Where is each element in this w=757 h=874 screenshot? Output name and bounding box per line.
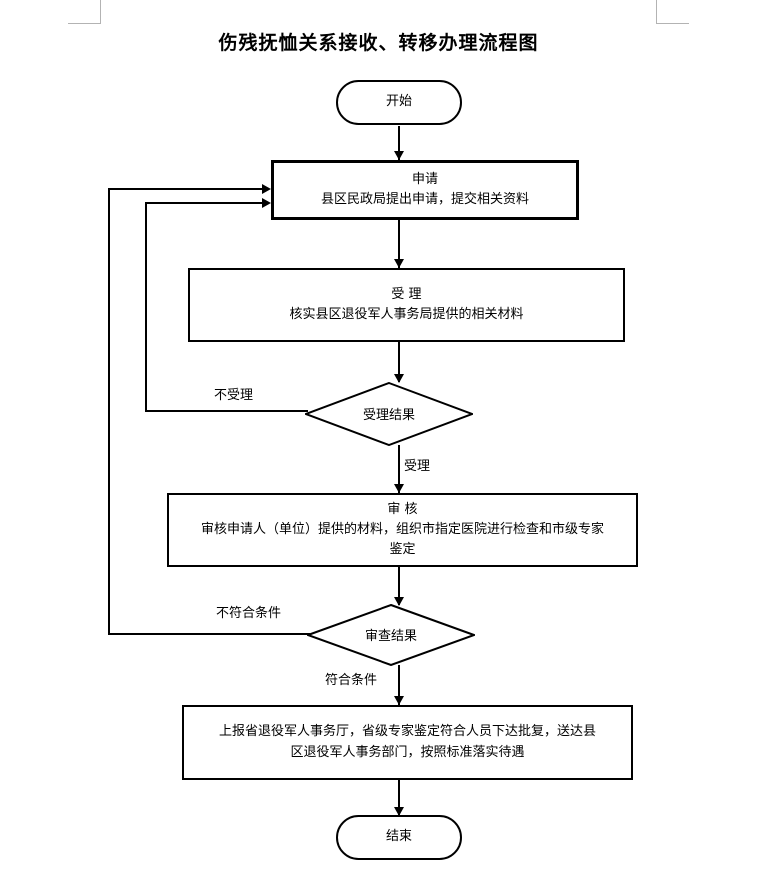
node-start-label: 开始 — [385, 94, 412, 110]
arrowhead-report-to-end — [394, 807, 404, 816]
edge-label-accepted: 受理 — [404, 459, 431, 474]
node-review-result-label: 审查结果 — [364, 629, 417, 644]
node-review[interactable]: 审 核 审核申请人（单位）提供的材料，组织市指定医院进行检查和市级专家 鉴定 — [167, 493, 638, 567]
connector-apply-to-accept — [398, 219, 400, 268]
edge-label-not-accepted: 不受理 — [214, 388, 254, 403]
crop-mark-top-right-vertical — [656, 0, 657, 23]
arrowhead-apply-to-accept — [394, 259, 404, 268]
loop-not-accepted-return — [145, 202, 267, 204]
decision-diamond-shape — [305, 382, 473, 446]
node-start[interactable]: 开始 — [336, 80, 462, 125]
node-review-heading: 审 核 — [387, 501, 418, 517]
node-accept-heading: 受 理 — [391, 286, 422, 302]
decision-diamond-shape — [307, 604, 475, 666]
node-review-body-line1: 审核申请人（单位）提供的材料，组织市指定医院进行检查和市级专家 — [200, 521, 604, 537]
arrowhead-start-to-apply — [394, 151, 404, 160]
connector-start-to-apply — [398, 126, 400, 160]
arrowhead-review-result-to-report — [394, 696, 404, 705]
node-accept-result-label: 受理结果 — [362, 408, 415, 423]
connector-accept-result-to-review — [398, 445, 400, 493]
node-review-body-line2: 鉴定 — [389, 542, 416, 558]
loop-not-qualified-return — [108, 188, 267, 190]
crop-mark-top-left-horizontal — [68, 23, 101, 24]
crop-mark-top-right-horizontal — [656, 23, 689, 24]
arrowhead-accept-result-to-review — [394, 484, 404, 493]
node-report[interactable]: 上报省退役军人事务厅，省级专家鉴定符合人员下达批复，送达县 区退役军人事务部门，… — [182, 705, 633, 780]
node-apply-body: 县区民政局提出申请，提交相关资料 — [320, 192, 529, 207]
node-apply[interactable]: 申请 县区民政局提出申请，提交相关资料 — [271, 160, 579, 220]
arrowhead-accept-to-accept-result — [394, 374, 404, 383]
connector-accept-to-accept-result — [398, 341, 400, 382]
node-review-result[interactable]: 审查结果 — [307, 604, 475, 666]
node-end[interactable]: 结束 — [336, 815, 462, 860]
loop-not-qualified-vertical — [108, 188, 110, 635]
loop-not-qualified-horizontal — [108, 633, 310, 635]
loop-not-accepted-horizontal — [145, 410, 308, 412]
node-end-label: 结束 — [385, 829, 412, 845]
node-report-line1: 上报省退役军人事务厅，省级专家鉴定符合人员下达批复，送达县 — [218, 724, 596, 740]
arrowhead-not-qualified-to-apply — [262, 184, 271, 194]
node-apply-heading: 申请 — [411, 171, 438, 187]
edge-label-not-qualified: 不符合条件 — [216, 606, 282, 621]
edge-label-qualified: 符合条件 — [325, 673, 378, 688]
node-accept-body: 核实县区退役军人事务局提供的相关材料 — [289, 307, 524, 322]
arrowhead-not-accepted-to-apply — [262, 198, 271, 208]
connector-report-to-end — [398, 780, 400, 815]
arrowhead-review-to-review-result — [394, 597, 404, 606]
node-accept-result[interactable]: 受理结果 — [305, 382, 473, 446]
node-accept[interactable]: 受 理 核实县区退役军人事务局提供的相关材料 — [188, 268, 625, 342]
loop-not-accepted-vertical — [145, 202, 147, 412]
node-report-line2: 区退役军人事务部门，按照标准落实待遇 — [290, 744, 525, 760]
connector-review-to-review-result — [398, 567, 400, 605]
crop-mark-top-left-vertical — [100, 0, 101, 23]
page-title: 伤残抚恤关系接收、转移办理流程图 — [218, 32, 539, 54]
connector-review-result-to-report — [398, 665, 400, 705]
